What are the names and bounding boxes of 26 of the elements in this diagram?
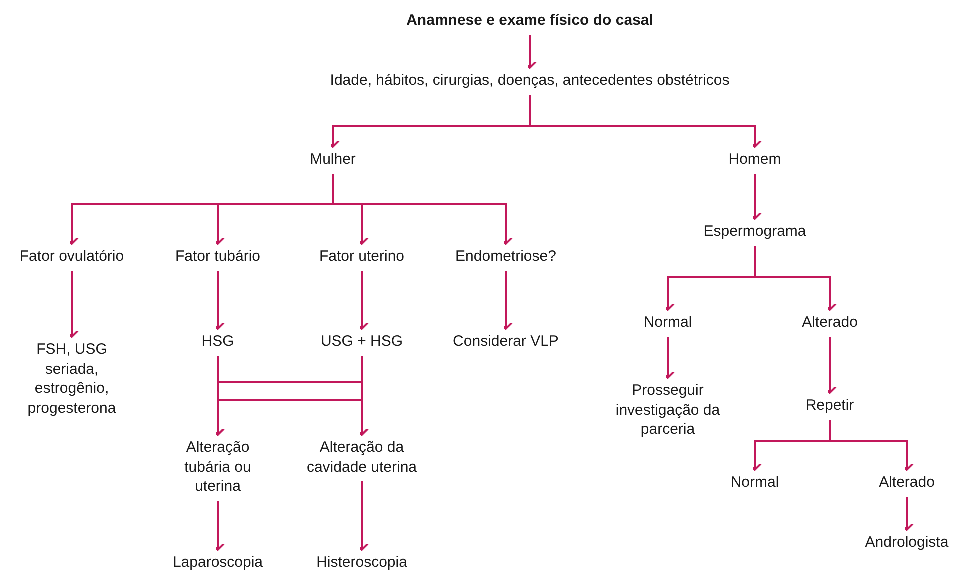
flow-step-text: Alteração tubária ou uterina xyxy=(168,438,268,496)
flow-step-text: Repetir xyxy=(806,396,854,416)
flow-step-text: Normal xyxy=(644,313,692,332)
arrow xyxy=(829,420,914,471)
flow-step-text: Considerar VLP xyxy=(453,332,559,352)
flow-step-text: Andrologista xyxy=(865,533,949,552)
flow-step-text: Alterado xyxy=(879,473,935,492)
flow-step-text: Idade, hábitos, cirurgias, doenças, antecedentes obstétricos xyxy=(330,71,730,90)
flow-step-text: FSH, USG seriada, estrogênio, progesterona xyxy=(12,340,132,418)
flow-step-text: Laparoscopia xyxy=(172,553,264,572)
flow-step-text: Fator uterino xyxy=(319,247,405,266)
arrow xyxy=(529,95,762,148)
flow-step-text: Fator tubário xyxy=(175,247,261,266)
flow-step-text: Alteração da cavidade uterina xyxy=(304,438,420,477)
flow-step-text: Mulher xyxy=(310,150,356,170)
flow-step-text: HSG xyxy=(202,332,234,352)
flow-step-text: Espermograma xyxy=(704,222,806,242)
flow-step-text: Homem xyxy=(728,150,782,170)
flow-step-text: Endometriose? xyxy=(456,247,556,266)
flow-step-text: Fator ovulatório xyxy=(20,247,124,266)
flow-step-text: Normal xyxy=(730,473,780,492)
flow-step-text: Histeroscopia xyxy=(316,553,408,572)
flow-step-text: Anamnese e exame físico do casal xyxy=(406,11,654,30)
flow-step-text: USG + HSG xyxy=(320,332,404,352)
flow-step-text: Alterado xyxy=(802,313,858,332)
flow-step-text: Prosseguir investigação da parceria xyxy=(606,381,730,440)
